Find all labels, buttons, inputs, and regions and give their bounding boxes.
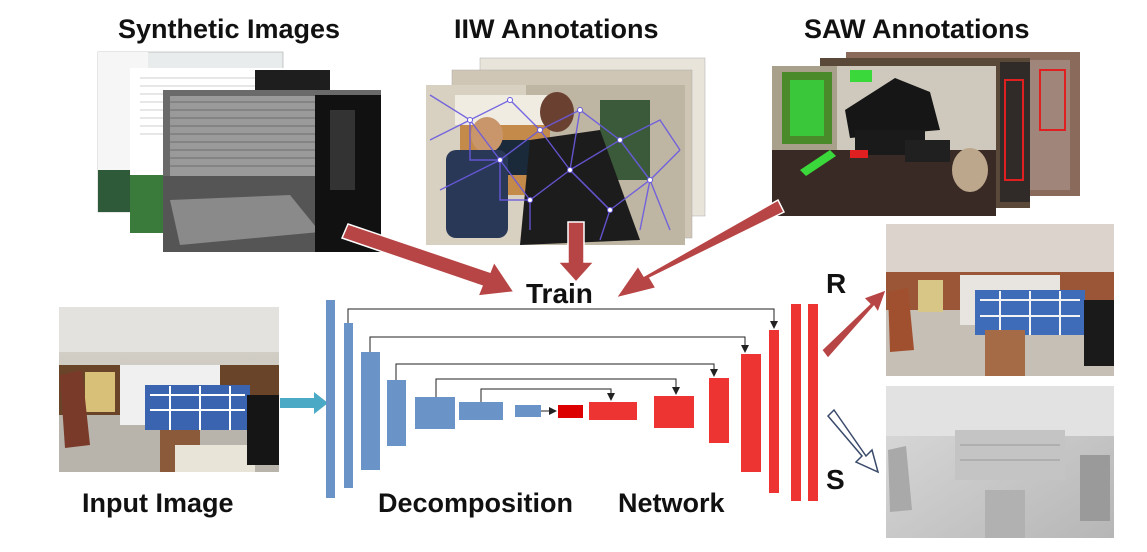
decoder-block <box>558 405 583 418</box>
decoder-block <box>654 396 694 428</box>
encoder-block <box>361 352 380 470</box>
saw-annotations-stack <box>772 52 1080 216</box>
encoder-block <box>459 402 503 420</box>
shading-output <box>886 386 1114 538</box>
shading-label: S <box>826 464 845 495</box>
r-output-arrow <box>821 289 887 359</box>
reflectance-label: R <box>826 268 847 299</box>
encoder-block <box>515 405 541 417</box>
train-label: Train <box>526 278 593 309</box>
encoder-blocks <box>326 300 541 498</box>
skip-connections <box>347 308 778 402</box>
encoder-block <box>344 323 353 488</box>
iiw-annotations-title: IIW Annotations <box>454 14 659 44</box>
input-image-label: Input Image <box>82 488 234 518</box>
synthetic-to-train-arrow <box>340 223 516 297</box>
input-image <box>59 307 279 472</box>
decoder-block <box>791 304 801 501</box>
reflectance-output <box>886 224 1114 376</box>
input-arrow <box>280 392 328 414</box>
decomposition-label: Decomposition <box>378 488 574 518</box>
saw-annotations-title: SAW Annotations <box>804 14 1030 44</box>
encoder-block <box>415 397 455 429</box>
synthetic-images-stack <box>97 51 381 252</box>
train-arrows <box>340 198 786 300</box>
iiw-to-train-arrow <box>556 221 596 284</box>
decoder-block <box>589 402 637 420</box>
network-label: Network <box>618 488 725 518</box>
synthetic-images-title: Synthetic Images <box>118 14 341 44</box>
decoder-blocks <box>558 304 818 501</box>
s-output-arrow <box>826 408 880 474</box>
iiw-annotations-stack <box>426 57 706 245</box>
decoder-block <box>808 304 818 501</box>
encoder-block <box>387 380 406 446</box>
saw-to-train-arrow <box>614 198 786 300</box>
decoder-block <box>741 354 761 472</box>
decoder-block <box>769 330 779 493</box>
decoder-block <box>709 378 729 443</box>
encoder-block <box>326 300 335 498</box>
